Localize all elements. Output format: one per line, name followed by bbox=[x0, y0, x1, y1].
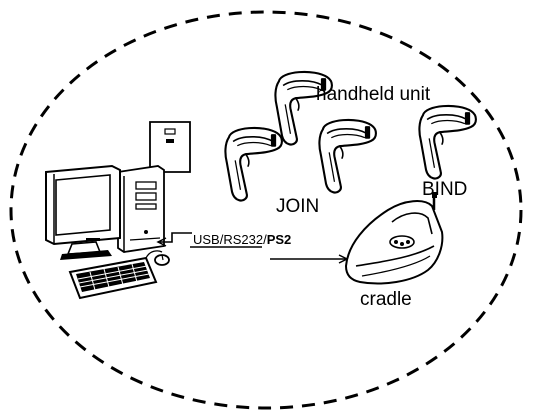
label-join: JOIN bbox=[276, 196, 319, 217]
barcode-scanner-icon bbox=[318, 118, 377, 194]
connection-label-regular: USB/RS232/ bbox=[193, 232, 267, 247]
computer-tower-icon bbox=[117, 121, 191, 253]
mouse-icon bbox=[154, 254, 170, 266]
label-bind: BIND bbox=[422, 179, 467, 200]
wireless-range-boundary bbox=[9, 10, 523, 410]
connection-label-bold: PS2 bbox=[267, 232, 292, 247]
label-handheld-unit: handheld unit bbox=[316, 84, 431, 105]
barcode-scanner-icon bbox=[418, 104, 477, 180]
connection-label: USB/RS232/PS2 bbox=[193, 232, 291, 247]
keyboard-icon bbox=[68, 250, 163, 300]
monitor-icon bbox=[45, 164, 121, 260]
label-cradle: cradle bbox=[360, 289, 412, 310]
connection-arrows bbox=[156, 232, 349, 264]
barcode-scanner-icon bbox=[224, 126, 283, 202]
cradle-icon bbox=[344, 192, 444, 285]
